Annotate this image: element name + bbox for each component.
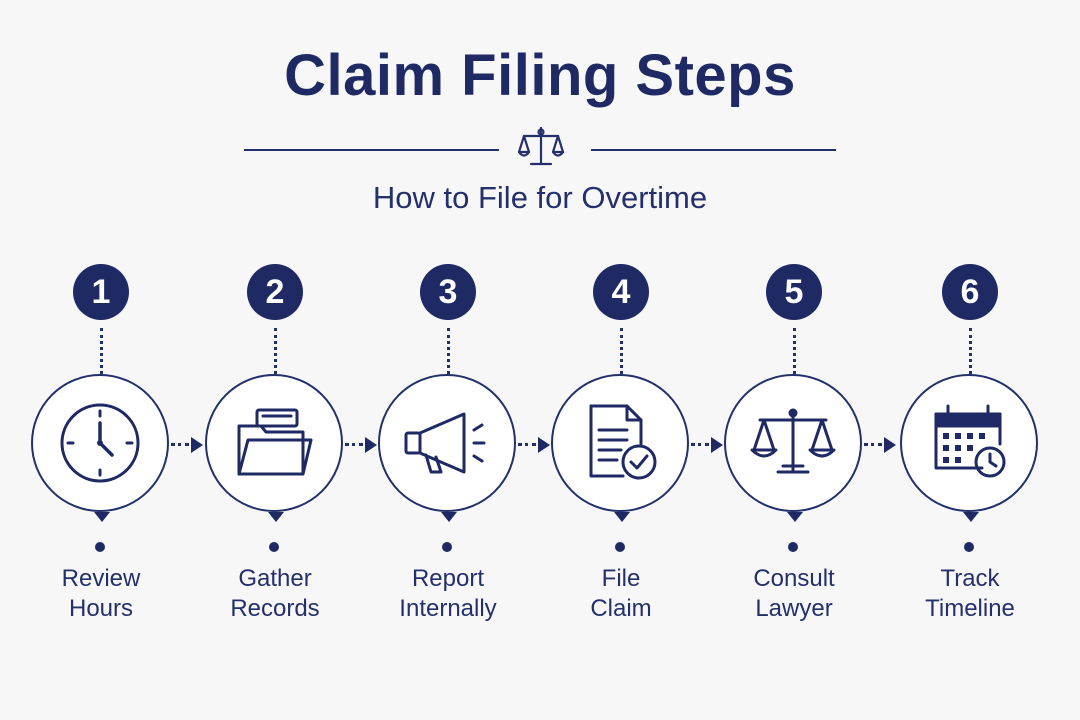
step-number-badge: 4 — [593, 264, 649, 320]
step-file-claim: 4 File Claim — [551, 264, 691, 624]
arrow-right-icon — [191, 437, 203, 453]
step-number-badge: 2 — [247, 264, 303, 320]
step-label: Track Timeline — [925, 565, 1015, 622]
scales-icon — [518, 126, 564, 166]
step-pointer — [94, 512, 110, 522]
arrow-right-icon — [711, 437, 723, 453]
arrow-right-icon — [884, 437, 896, 453]
arrow-right-icon — [365, 437, 377, 453]
step-pointer — [787, 512, 803, 522]
step-dot — [964, 542, 974, 552]
dotted-connector — [100, 328, 105, 398]
step-connector-arrow — [864, 433, 900, 457]
step-connector-arrow — [691, 433, 727, 457]
dotted-connector — [969, 328, 974, 398]
step-pointer — [963, 512, 979, 522]
step-number-badge: 6 — [942, 264, 998, 320]
step-dot — [615, 542, 625, 552]
arrow-right-icon — [538, 437, 550, 453]
step-dot — [269, 542, 279, 552]
step-icon-circle — [900, 374, 1038, 512]
step-label: Report Internally — [399, 565, 497, 622]
step-pointer — [268, 512, 284, 522]
dotted-connector — [793, 328, 798, 398]
step-dot — [788, 542, 798, 552]
step-label: Consult Lawyer — [753, 565, 835, 622]
dotted-connector — [274, 328, 279, 398]
step-icon-circle — [551, 374, 689, 512]
scales-icon — [750, 408, 836, 474]
step-review-hours: 1 Review Hours — [31, 264, 171, 624]
step-icon-circle — [31, 374, 169, 512]
step-icon-circle — [378, 374, 516, 512]
step-pointer — [441, 512, 457, 522]
megaphone-icon — [404, 412, 486, 474]
dotted-connector — [620, 328, 625, 398]
folder-icon — [237, 408, 313, 476]
step-number-badge: 1 — [73, 264, 129, 320]
step-dot — [95, 542, 105, 552]
step-label: Review Hours — [61, 565, 141, 622]
document-check-icon — [589, 404, 657, 480]
step-label: Gather Records — [230, 565, 320, 622]
step-connector-arrow — [518, 433, 554, 457]
step-connector-arrow — [345, 433, 381, 457]
page-title: Claim Filing Steps — [284, 43, 796, 108]
step-track-timeline: 6 Tra — [900, 264, 1040, 624]
title-divider-right — [591, 149, 836, 151]
step-number-badge: 3 — [420, 264, 476, 320]
step-label: File Claim — [590, 565, 652, 622]
step-pointer — [614, 512, 630, 522]
step-report-internally: 3 Report Internally — [378, 264, 518, 624]
page-subtitle: How to File for Overtime — [372, 180, 708, 215]
dotted-connector — [447, 328, 452, 398]
step-gather-records: 2 Gather Records — [205, 264, 345, 624]
step-icon-circle — [205, 374, 343, 512]
step-dot — [442, 542, 452, 552]
clock-icon — [60, 403, 140, 483]
step-connector-arrow — [171, 433, 207, 457]
step-consult-lawyer: 5 Consult Lawyer — [724, 264, 864, 624]
title-divider-left — [244, 149, 499, 151]
step-number-badge: 5 — [766, 264, 822, 320]
calendar-clock-icon — [934, 404, 1006, 478]
step-icon-circle — [724, 374, 862, 512]
